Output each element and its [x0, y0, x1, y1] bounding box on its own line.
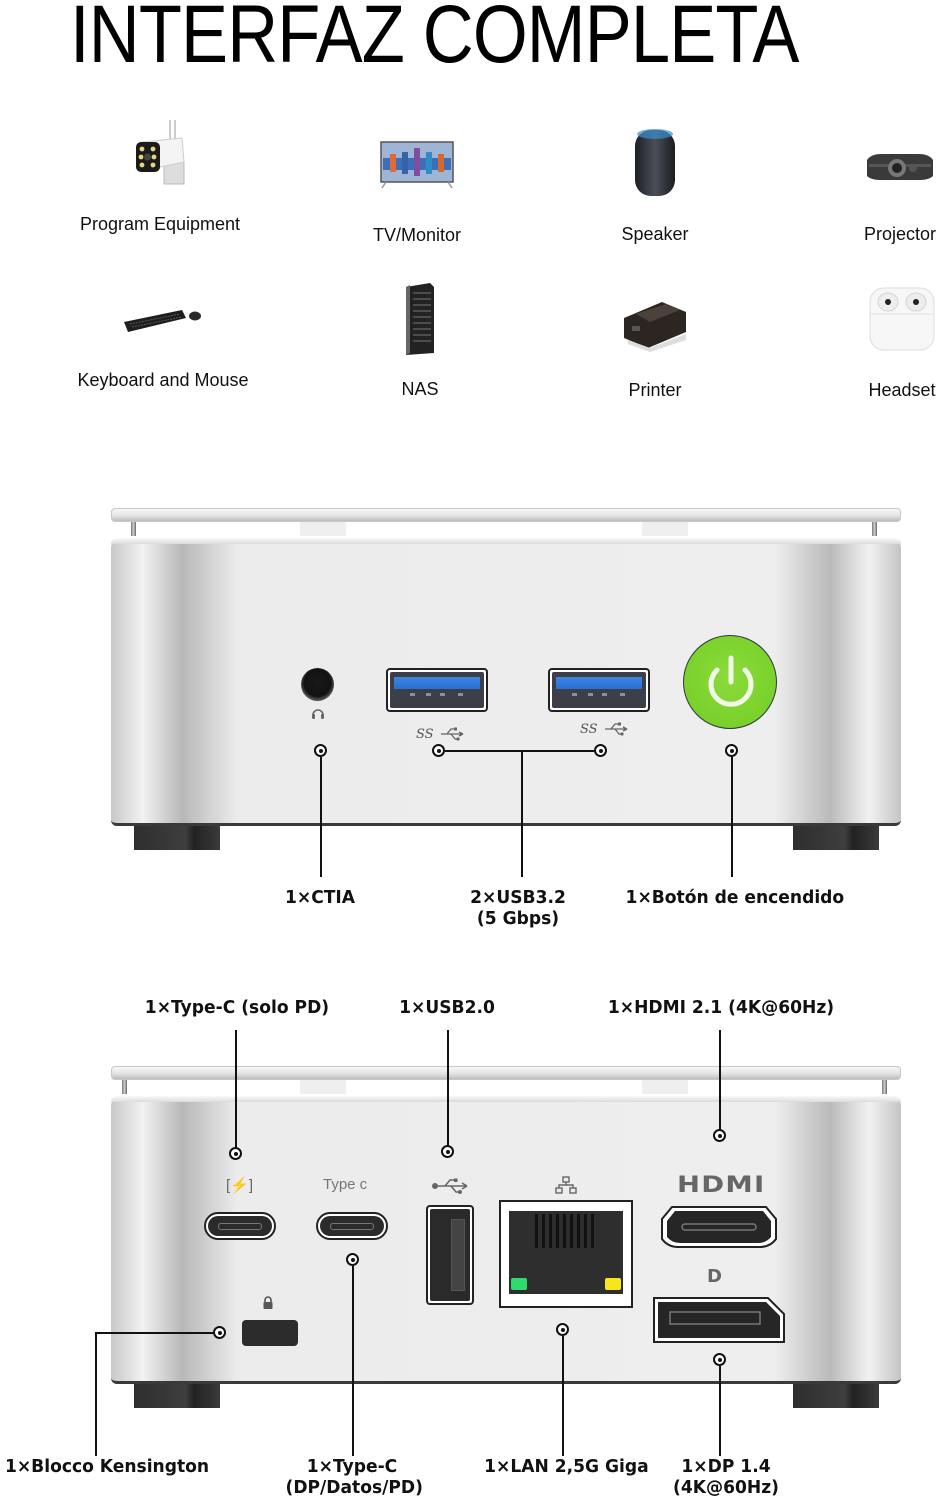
- callout-typec-dp: 1×Type-C (DP/Datos/PD): [285, 1456, 423, 1498]
- usb-superspeed-icon: SS: [416, 723, 465, 742]
- lan-activity-led: [605, 1278, 621, 1290]
- headset-icon: [310, 706, 326, 726]
- callout-line: [447, 1030, 449, 1146]
- lan-port: [499, 1200, 633, 1308]
- device-label: NAS: [401, 379, 439, 399]
- chassis-lid: [111, 508, 901, 522]
- device-printer: Printer: [555, 296, 755, 400]
- callout-usb32: 2×USB3.2 (5 Gbps): [470, 887, 566, 929]
- displayport-port: [652, 1296, 786, 1344]
- chassis-tab: [642, 522, 688, 536]
- chassis-tab: [300, 522, 346, 536]
- typec-dp-port: [316, 1212, 388, 1240]
- callout-line: [731, 757, 733, 877]
- device-program-equipment: Program Equipment: [60, 118, 260, 234]
- chassis-foot: [793, 826, 879, 850]
- nas-server-icon: [402, 283, 438, 357]
- projector-icon: [863, 152, 937, 182]
- power-delivery-icon: [⚡]: [226, 1177, 254, 1194]
- device-tv-monitor: TV/Monitor: [317, 138, 517, 245]
- chassis-front: [111, 538, 901, 826]
- callout-marker: [314, 744, 327, 757]
- chassis-post: [872, 522, 877, 536]
- callout-marker: [725, 744, 738, 757]
- hdmi-port: [660, 1205, 778, 1249]
- callout-marker: [713, 1353, 726, 1366]
- callout-marker: [713, 1129, 726, 1142]
- usb3-port-1: [386, 668, 488, 712]
- callout-line: [445, 750, 594, 752]
- smart-speaker-icon: [631, 126, 679, 198]
- device-label: TV/Monitor: [372, 225, 462, 245]
- callout-usb20: 1×USB2.0: [399, 997, 495, 1018]
- power-button[interactable]: [683, 635, 777, 729]
- callout-marker: [594, 744, 607, 757]
- usb-superspeed-icon: SS: [580, 718, 629, 737]
- chassis-tab: [642, 1080, 688, 1094]
- callout-kensington: 1×Blocco Kensington: [4, 1456, 210, 1477]
- callout-line: [235, 1030, 237, 1148]
- chassis-post: [882, 1080, 887, 1094]
- tv-monitor-icon: [380, 138, 454, 190]
- callout-line: [521, 750, 523, 877]
- chassis-foot: [134, 826, 220, 850]
- page-title: INTERFAZ COMPLETA: [70, 0, 799, 80]
- callout-marker: [432, 744, 445, 757]
- chassis-post: [131, 522, 136, 536]
- device-keyboard-mouse: Keyboard and Mouse: [63, 306, 263, 390]
- device-headset: Headset: [802, 284, 942, 400]
- earbuds-icon: [868, 284, 936, 352]
- callout-marker: [556, 1323, 569, 1336]
- callout-marker: [346, 1253, 359, 1266]
- callout-typec-pd: 1×Type-C (solo PD): [144, 997, 330, 1018]
- callout-line: [562, 1336, 564, 1456]
- keyboard-mouse-icon: [122, 306, 204, 334]
- callout-line: [719, 1030, 721, 1130]
- lock-icon: [262, 1295, 274, 1314]
- callout-dp: 1×DP 1.4 (4K@60Hz): [673, 1456, 779, 1498]
- device-label: Headset: [868, 380, 936, 400]
- chassis-foot: [134, 1384, 220, 1408]
- power-icon: [708, 655, 754, 707]
- callout-line: [95, 1332, 213, 1334]
- audio-jack-port: [301, 668, 334, 701]
- typec-pd-port: [204, 1212, 276, 1240]
- device-label: Printer: [628, 380, 682, 400]
- chassis-foot: [793, 1384, 879, 1408]
- callout-marker: [229, 1147, 242, 1160]
- printer-icon: [620, 296, 690, 352]
- chassis-post: [122, 1080, 127, 1094]
- usb-icon: [431, 1178, 471, 1198]
- callout-line: [95, 1332, 97, 1456]
- callout-marker: [441, 1145, 454, 1158]
- hdmi-logo: HDMI: [677, 1173, 766, 1198]
- callout-marker: [213, 1326, 226, 1339]
- usb2-port: [426, 1205, 474, 1305]
- callout-ctia: 1×CTIA: [284, 887, 356, 908]
- callout-lan: 1×LAN 2,5G Giga: [484, 1456, 649, 1477]
- device-label: Keyboard and Mouse: [77, 370, 249, 390]
- device-speaker: Speaker: [555, 126, 755, 244]
- device-label: Speaker: [621, 224, 689, 244]
- network-icon: [555, 1176, 577, 1198]
- device-label: Projector: [863, 224, 937, 244]
- device-projector: Projector: [800, 152, 942, 244]
- displayport-logo: D: [707, 1266, 722, 1287]
- callout-line: [352, 1266, 354, 1456]
- lan-link-led: [511, 1278, 527, 1290]
- callout-line: [719, 1366, 721, 1456]
- usb3-port-2: [548, 668, 650, 712]
- chassis-lid: [111, 1066, 901, 1080]
- chassis-tab: [300, 1080, 346, 1094]
- typec-label: Type c: [323, 1176, 368, 1193]
- callout-hdmi: 1×HDMI 2.1 (4K@60Hz): [607, 997, 835, 1018]
- callout-line: [320, 757, 322, 877]
- security-camera-icon: [120, 118, 200, 190]
- device-nas: NAS: [320, 283, 520, 399]
- kensington-lock-slot: [242, 1320, 298, 1346]
- device-label: Program Equipment: [79, 214, 241, 234]
- callout-power: 1×Botón de encendido: [625, 887, 845, 908]
